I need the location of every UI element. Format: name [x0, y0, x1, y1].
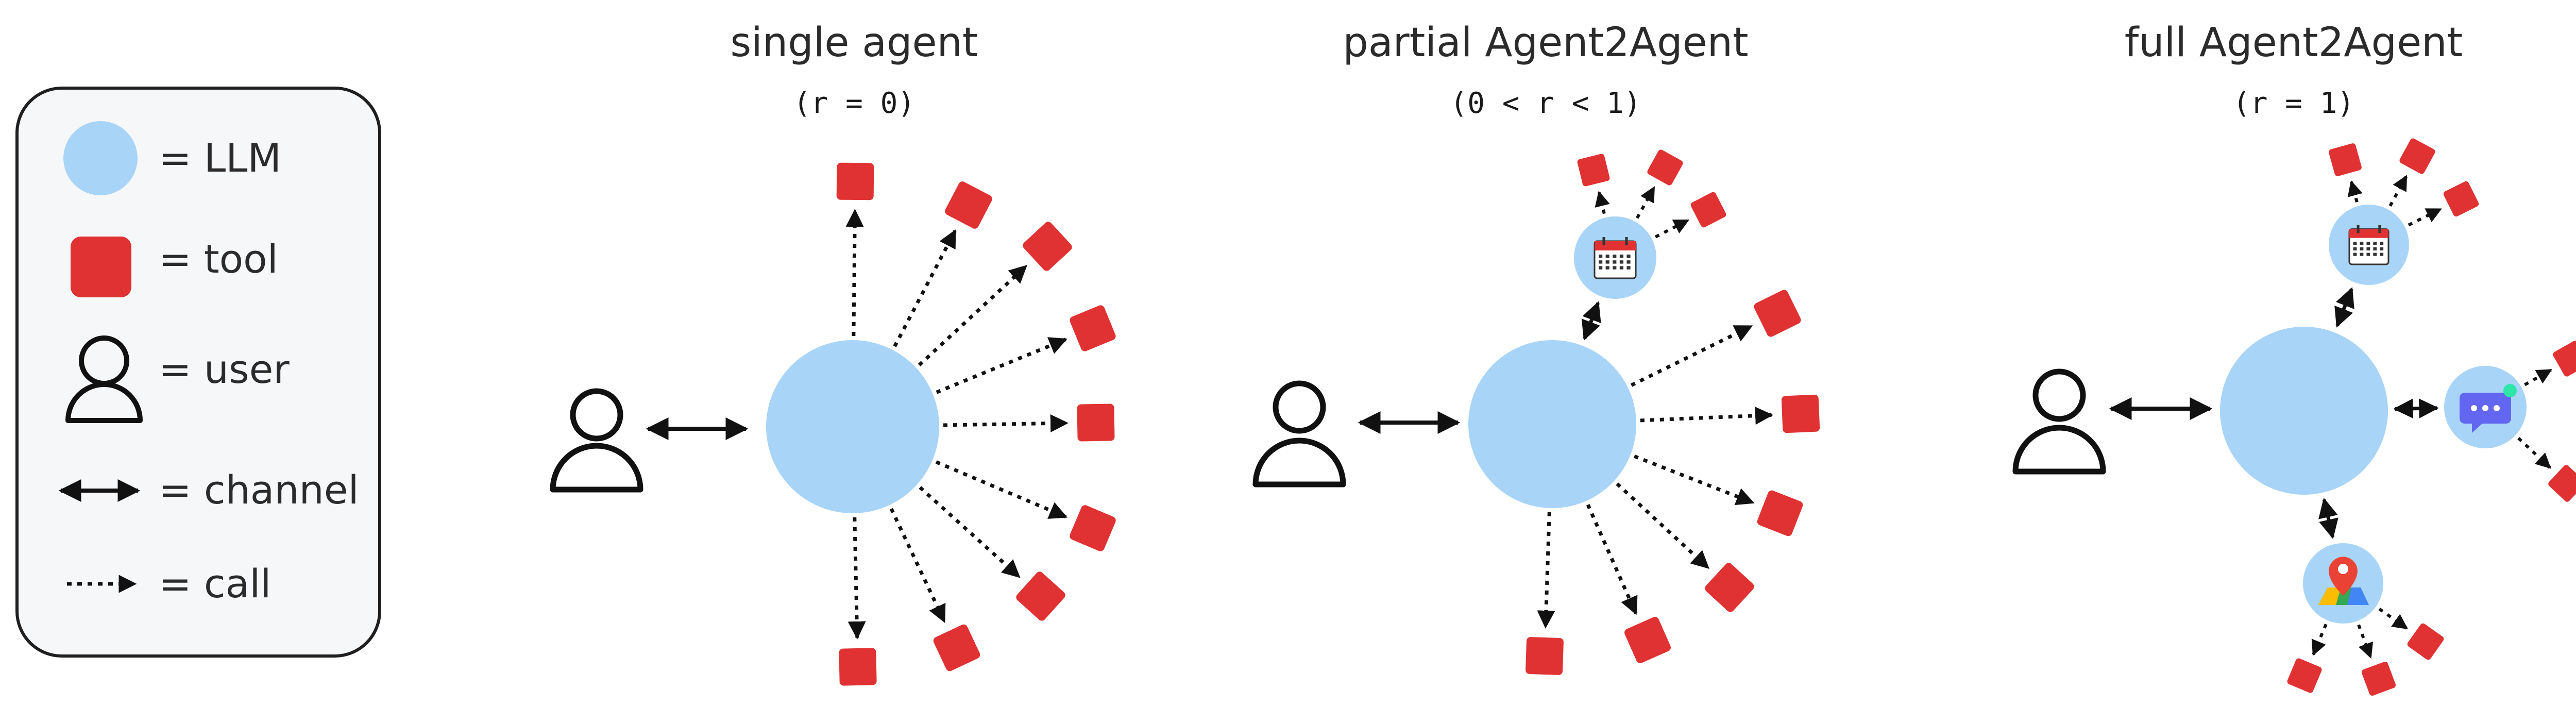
llm-node — [766, 340, 939, 513]
tool-node — [1647, 149, 1683, 186]
legend-llm-icon — [63, 121, 138, 195]
tool-node — [1624, 617, 1671, 663]
user-icon — [2012, 368, 2106, 475]
legend-user-label: = user — [159, 346, 290, 392]
tool-node — [2407, 623, 2444, 660]
call-arrows — [2311, 175, 2552, 659]
tool-node — [1526, 637, 1564, 675]
call-arrow — [1630, 324, 1753, 387]
call-arrow — [2524, 368, 2552, 386]
call-arrow — [1586, 504, 1638, 615]
panel-title-full: full Agent2Agent — [2124, 20, 2463, 66]
map-pin-icon — [2318, 557, 2369, 605]
call-arrow — [2378, 608, 2409, 630]
legend-call-label: = call — [159, 561, 272, 607]
tool-node — [2443, 181, 2479, 217]
call-arrow — [943, 414, 1069, 432]
tool-node — [2553, 341, 2576, 377]
call-arrow — [2408, 208, 2442, 227]
tool-node — [1754, 290, 1801, 337]
call-arrow — [2517, 436, 2551, 469]
call-arrows — [1537, 186, 1773, 629]
tool-node — [2399, 138, 2435, 174]
tool-node — [1016, 571, 1065, 621]
tool-node — [1070, 505, 1116, 551]
panel-subtitle-partial: (0 < r < 1) — [1450, 87, 1641, 120]
call-arrow — [2347, 180, 2363, 203]
channel-arrow — [2334, 287, 2354, 328]
call-arrow — [845, 209, 864, 337]
call-arrow — [1595, 191, 1610, 214]
channel-arrow — [2318, 497, 2338, 540]
user-icon — [550, 388, 643, 493]
call-arrows — [845, 209, 1069, 640]
call-arrow — [918, 264, 1028, 366]
panel-title-partial: partial Agent2Agent — [1343, 20, 1749, 66]
tool-node — [1705, 563, 1754, 612]
tool-node — [1757, 490, 1803, 536]
call-arrow — [1654, 218, 1690, 239]
call-arrow — [1616, 482, 1709, 569]
calendar-icon — [1594, 237, 1637, 279]
tool-node — [1077, 404, 1115, 442]
call-arrow — [2388, 175, 2408, 207]
call-arrow — [935, 460, 1068, 519]
tool-node — [1070, 305, 1116, 351]
llm-node — [2220, 327, 2388, 495]
call-arrow — [889, 508, 946, 623]
legend-tool-label: = tool — [159, 236, 278, 282]
tool-nodes — [836, 162, 1116, 686]
tool-node — [945, 181, 992, 229]
legend-tool-icon — [71, 237, 131, 297]
tool-node — [1577, 154, 1610, 187]
tool-node — [839, 648, 877, 686]
call-arrow — [936, 337, 1067, 394]
channel-arrow — [1581, 301, 1601, 341]
tool-node — [1781, 394, 1820, 433]
tool-node — [836, 162, 874, 200]
panel-subtitle-full: (r = 1) — [2232, 87, 2355, 120]
call-arrow — [1633, 455, 1755, 506]
agent-channels — [2318, 287, 2439, 540]
tool-node — [2361, 661, 2396, 696]
calendar-icon — [2348, 225, 2389, 265]
tool-node — [1690, 192, 1726, 228]
panel-partial-agent2agent — [1252, 149, 1820, 675]
tool-nodes — [1526, 149, 1820, 675]
call-arrow — [1640, 407, 1773, 425]
call-arrow — [848, 517, 866, 640]
panel-title-single: single agent — [730, 20, 978, 66]
tool-node — [933, 624, 980, 671]
panel-subtitle-single: (r = 0) — [793, 87, 916, 120]
legend-user-icon — [65, 335, 143, 423]
call-arrow — [1636, 186, 1656, 219]
user-icon — [1252, 380, 1346, 488]
channel-arrow — [2393, 398, 2439, 419]
call-arrow — [2311, 624, 2328, 656]
legend-channel-label: = channel — [159, 467, 359, 513]
call-arrow — [893, 229, 957, 347]
call-arrow — [1537, 512, 1555, 629]
call-arrow — [2357, 624, 2374, 659]
llm-node — [1468, 340, 1636, 508]
legend-llm-label: = LLM — [159, 135, 282, 181]
tool-node — [2329, 143, 2362, 176]
tool-node — [2548, 465, 2576, 502]
call-arrow — [919, 486, 1021, 578]
panel-single-agent — [550, 162, 1116, 686]
tool-node — [2287, 658, 2322, 693]
chat-icon — [2460, 384, 2517, 433]
tool-node — [1023, 222, 1072, 271]
